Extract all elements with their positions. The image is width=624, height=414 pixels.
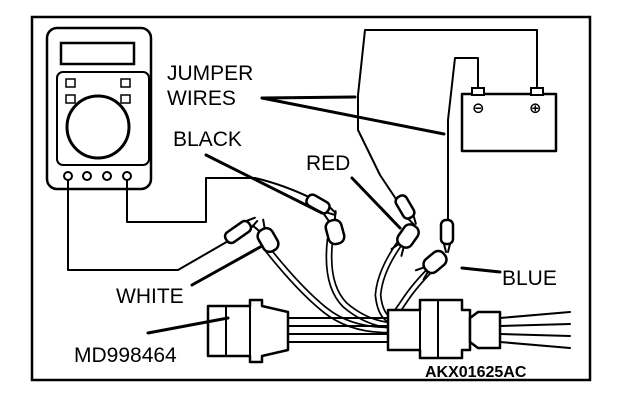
blue-plug <box>414 249 448 281</box>
jumper-wire-black <box>325 236 392 329</box>
multimeter-icon <box>45 26 153 191</box>
jumper-wire-white <box>264 246 392 334</box>
red-clip <box>394 194 417 226</box>
battery-negative-lead <box>447 57 479 221</box>
leader-blue <box>460 266 502 274</box>
battery-negative-symbol: ⊖ <box>472 99 485 117</box>
connector-icon <box>206 298 571 364</box>
jumper-wire-red <box>374 236 406 324</box>
leader-jumper-1 <box>260 95 357 100</box>
meter-lead-white <box>67 179 231 271</box>
figure-code: AKX01625AC <box>425 364 527 381</box>
figure-frame <box>30 15 592 382</box>
battery-icon <box>460 87 558 153</box>
leader-white <box>190 244 264 287</box>
label-wires: WIRES <box>167 87 236 110</box>
label-blue: BLUE <box>502 267 557 290</box>
label-white: WHITE <box>116 285 184 308</box>
label-black: BLACK <box>173 128 242 151</box>
leader-black <box>204 153 324 215</box>
black-plug <box>323 210 346 246</box>
leader-tool <box>146 316 230 335</box>
battery-positive-symbol: ⊕ <box>529 99 542 117</box>
label-red: RED <box>306 152 350 175</box>
meter-lead-black <box>126 177 316 223</box>
label-jumper: JUMPER <box>167 62 253 85</box>
leader-red <box>350 176 402 230</box>
alligator-clip-icon <box>223 216 259 245</box>
label-tool: MD998464 <box>74 344 177 367</box>
leader-jumper-2 <box>260 96 446 136</box>
battery-positive-lead <box>357 29 538 206</box>
red-plug <box>390 223 420 257</box>
blue-clip <box>439 218 455 253</box>
